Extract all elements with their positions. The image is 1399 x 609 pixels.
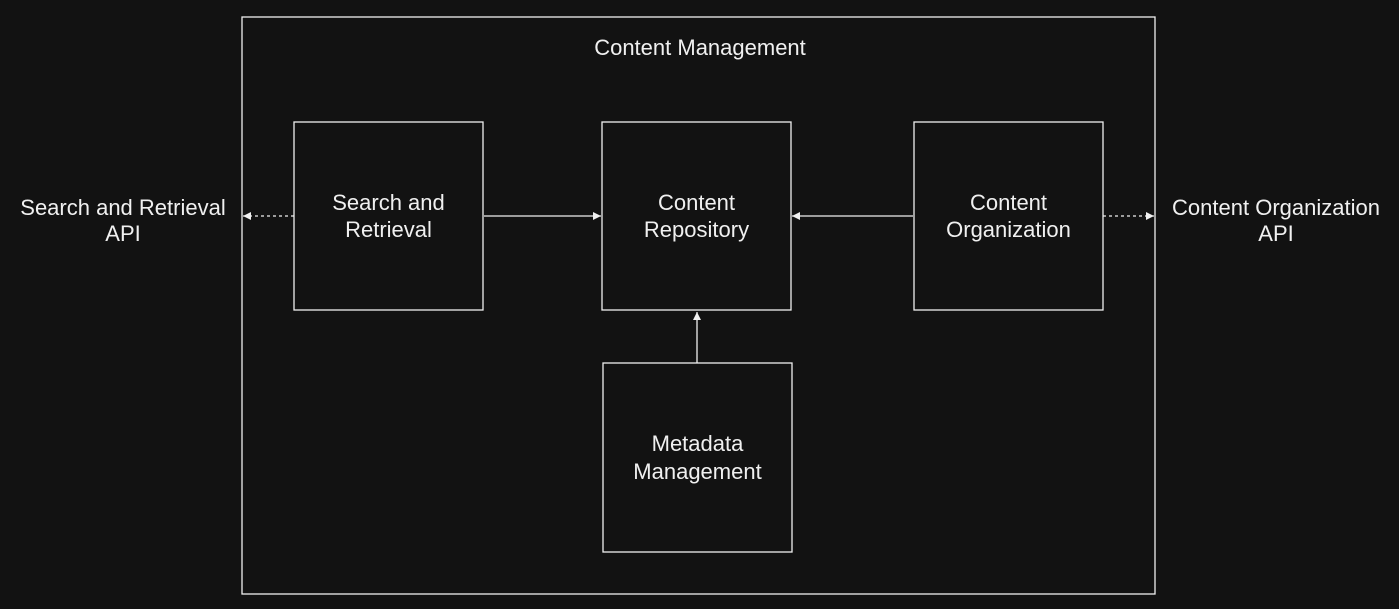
node-frame: [913, 121, 1104, 311]
content-management-container: Content Management: [241, 16, 1156, 595]
external-label-line2: API: [105, 221, 140, 246]
node-frame: [601, 121, 792, 311]
external-label-line2: API: [1258, 221, 1293, 246]
node-label-line1: Metadata: [652, 431, 744, 456]
external-label-line1: Search and Retrieval: [20, 195, 225, 220]
node-frame: [293, 121, 484, 311]
node-label-line1: Search and: [332, 190, 445, 215]
node-label-line1: Content: [658, 190, 735, 215]
node-label-line2: Organization: [946, 217, 1071, 242]
edges: [243, 212, 1154, 363]
node-label-line2: Management: [633, 459, 761, 484]
external-label-line1: Content Organization: [1172, 195, 1380, 220]
container-title: Content Management: [594, 35, 806, 60]
external-search-api: Search and Retrieval API: [20, 195, 225, 246]
node-label-line2: Retrieval: [345, 217, 432, 242]
node-content-organization: Content Organization: [913, 121, 1104, 311]
node-label-line1: Content: [970, 190, 1047, 215]
node-search-and-retrieval: Search and Retrieval: [293, 121, 484, 311]
external-organization-api: Content Organization API: [1172, 195, 1380, 246]
node-content-repository: Content Repository: [601, 121, 792, 311]
container-frame: [241, 16, 1156, 595]
node-frame: [602, 362, 793, 553]
node-metadata-management: Metadata Management: [602, 362, 793, 553]
node-label-line2: Repository: [644, 217, 749, 242]
